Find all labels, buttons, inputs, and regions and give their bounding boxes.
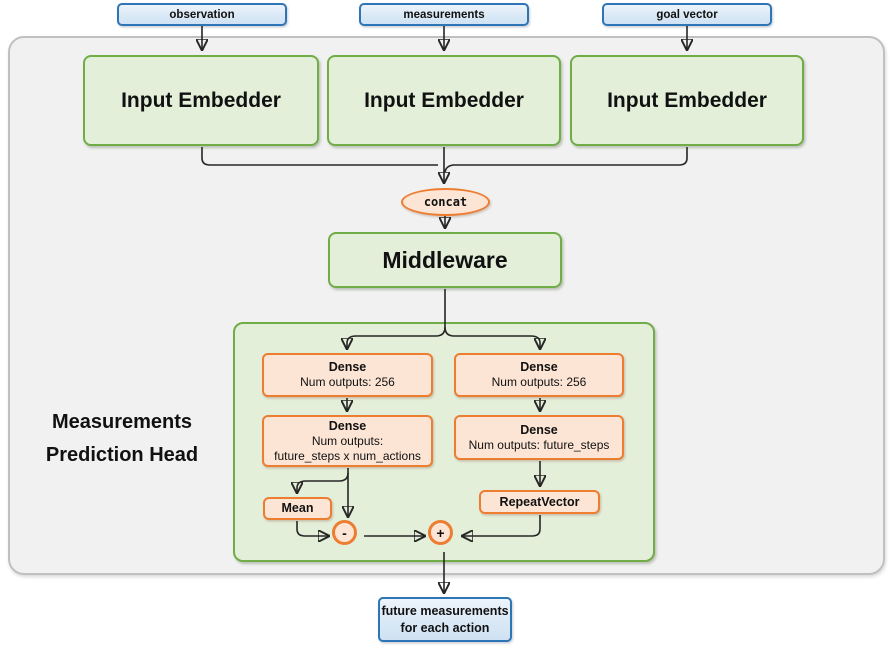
add-label: +: [436, 524, 445, 541]
mean-box: Mean: [263, 497, 332, 520]
repeat-vector-label: RepeatVector: [499, 494, 580, 509]
dense-right-2-title: Dense: [520, 422, 558, 437]
mean-label: Mean: [281, 501, 314, 515]
input-embedder-2: Input Embedder: [327, 55, 561, 146]
concat-label: concat: [423, 195, 468, 209]
input-label-observation: observation: [169, 8, 235, 21]
dense-left-1: Dense Num outputs: 256: [262, 353, 433, 397]
dense-left-1-title: Dense: [328, 360, 367, 374]
input-box-observation: observation: [117, 3, 287, 26]
input-label-goal-vector: goal vector: [656, 8, 718, 21]
dense-left-2-title: Dense: [328, 418, 367, 433]
dense-left-2-subtitle2: future_steps x num_actions: [274, 448, 421, 463]
head-title-line2: Prediction Head: [45, 444, 199, 466]
middleware-label: Middleware: [382, 246, 508, 273]
add-node: +: [428, 520, 453, 545]
input-embedder-1: Input Embedder: [83, 55, 319, 146]
dense-left-1-subtitle: Num outputs: 256: [300, 375, 395, 389]
input-box-measurements: measurements: [359, 3, 529, 26]
input-embedder-1-label: Input Embedder: [121, 88, 281, 112]
subtract-label: -: [342, 524, 347, 541]
subtract-node: -: [332, 520, 357, 545]
dense-right-1-title: Dense: [520, 360, 558, 374]
dense-left-2-subtitle1: Num outputs:: [311, 433, 384, 448]
input-label-measurements: measurements: [403, 8, 485, 21]
output-label-line2: for each action: [400, 620, 490, 635]
input-embedder-3-label: Input Embedder: [607, 88, 767, 112]
output-label-line1: future measurements: [381, 603, 509, 618]
input-embedder-3: Input Embedder: [570, 55, 804, 146]
dense-right-2-subtitle: Num outputs: future_steps: [468, 437, 610, 452]
prediction-head-title: Measurements Prediction Head: [22, 406, 222, 472]
input-box-goal-vector: goal vector: [602, 3, 772, 26]
input-embedder-2-label: Input Embedder: [364, 88, 524, 112]
output-box: future measurements for each action: [378, 597, 512, 642]
concat-node: concat: [401, 188, 490, 216]
dense-right-1-subtitle: Num outputs: 256: [491, 375, 587, 389]
repeat-vector-box: RepeatVector: [479, 490, 600, 514]
head-title-line1: Measurements: [51, 411, 193, 433]
dense-right-1: Dense Num outputs: 256: [454, 353, 624, 397]
middleware-box: Middleware: [328, 232, 562, 288]
dense-left-2: Dense Num outputs: future_steps x num_ac…: [262, 415, 433, 467]
dense-right-2: Dense Num outputs: future_steps: [454, 415, 624, 460]
